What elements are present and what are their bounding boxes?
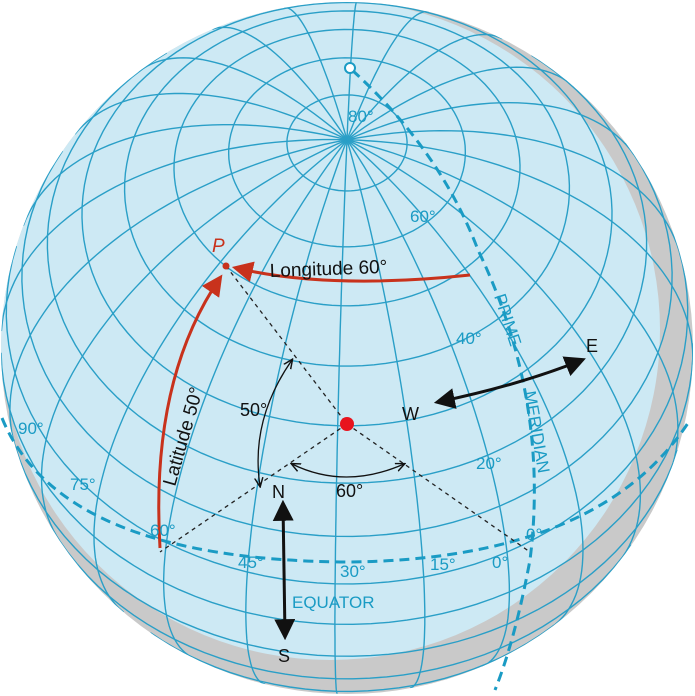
meridian-line — [346, 139, 642, 563]
parallel-line — [21, 142, 673, 538]
parallel-line — [5, 245, 689, 585]
meridian-line — [283, 6, 348, 140]
meridian-line — [346, 66, 575, 141]
angle-arc-longitude — [292, 464, 404, 478]
meridian-line — [346, 129, 680, 251]
meridian-line — [346, 139, 511, 668]
west-label: W — [402, 404, 419, 424]
center-dot — [340, 417, 354, 431]
lat-tick-0-lower: 0° — [492, 553, 508, 572]
construction-lines — [159, 265, 531, 553]
parallel-line — [14, 445, 679, 657]
meridian-line — [334, 139, 348, 694]
angle-lon-label: 60° — [336, 481, 363, 501]
meridian-line — [346, 139, 693, 365]
equator-label: EQUATOR — [292, 593, 375, 612]
meridian-line — [346, 101, 635, 156]
lat-tick-40: 40° — [456, 329, 482, 348]
east-west-arrow — [433, 356, 586, 409]
longitude-label: Longitude 60° — [269, 257, 387, 282]
lon-tick-75: 75° — [70, 475, 96, 494]
lat-tick-20: 20° — [476, 454, 502, 473]
meridian-line — [40, 139, 348, 542]
parallel-line — [1, 343, 693, 626]
north-label: N — [272, 482, 285, 502]
south-label: S — [278, 646, 290, 666]
sphere-lit — [1, 2, 660, 660]
meridian-line — [1, 138, 348, 332]
meridian-line — [9, 139, 348, 446]
meridian-line — [346, 139, 679, 471]
angle-lat-label: 50° — [240, 400, 267, 420]
north-south-arrow — [272, 499, 296, 641]
meridian-line — [245, 139, 348, 685]
meridian-line — [212, 26, 348, 141]
angle-arc-latitude — [258, 360, 292, 486]
lat-tick-60: 60° — [410, 207, 436, 226]
lat-tick-0-upper: 0° — [526, 525, 542, 544]
lat-tick-80: 80° — [348, 107, 374, 126]
meridian-line — [93, 139, 348, 613]
east-label: E — [586, 336, 598, 356]
point-p-dot — [222, 262, 230, 270]
meridian-line — [346, 2, 358, 140]
meridian-line — [22, 124, 348, 226]
equator-line — [0, 417, 692, 564]
north-pole-dot — [344, 62, 356, 74]
longitude-arrow — [231, 261, 471, 283]
meridian-line — [346, 33, 503, 141]
meridian-line — [346, 139, 426, 689]
point-p-label: P — [212, 236, 225, 257]
parallel-line — [150, 626, 552, 693]
parallel-line — [46, 52, 648, 484]
lon-tick-90: 90° — [18, 419, 44, 438]
meridian-line — [138, 57, 348, 141]
meridian-line — [74, 92, 348, 141]
lon-tick-30: 30° — [340, 562, 366, 581]
lon-tick-45: 45° — [238, 553, 264, 572]
meridian-line — [162, 139, 348, 658]
parallel-line — [59, 540, 632, 680]
meridian-line — [346, 10, 429, 141]
latitude-arrow — [157, 274, 223, 549]
meridian-line — [346, 139, 584, 628]
lon-tick-15: 15° — [430, 555, 456, 574]
lon-tick-60: 60° — [150, 521, 176, 540]
